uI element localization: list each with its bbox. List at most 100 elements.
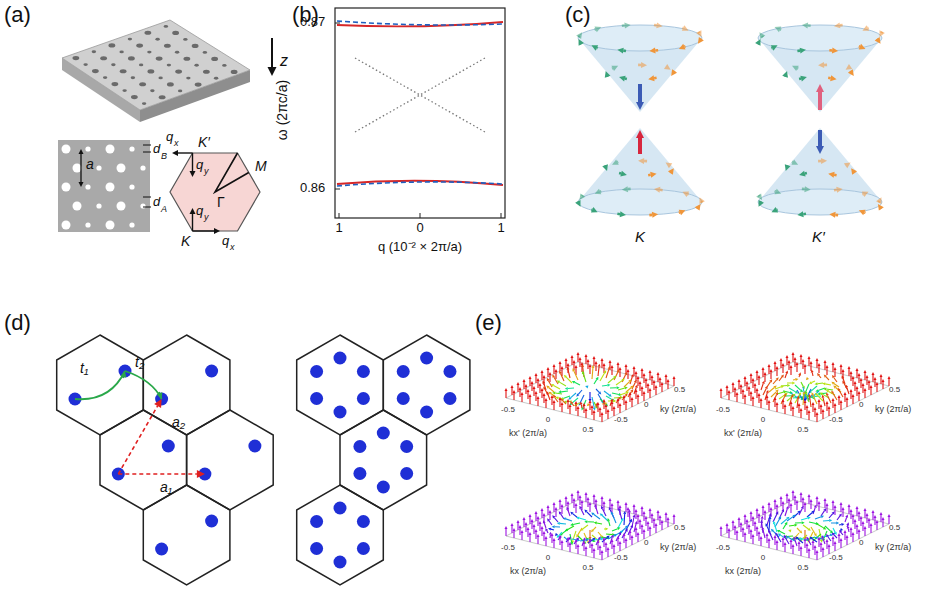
spin-vector-head — [657, 510, 660, 513]
spin-vector — [551, 536, 552, 543]
spin-vector — [832, 401, 833, 408]
spin-vector — [817, 524, 824, 528]
spin-vector-head — [651, 375, 654, 378]
spin-vector — [566, 519, 572, 521]
spin-vector — [577, 493, 578, 500]
spin-vector-head — [542, 380, 545, 383]
spin-vector-head — [774, 361, 777, 364]
lattice-site — [357, 542, 370, 555]
spin-vector-head — [852, 376, 855, 379]
spin-vector-head — [832, 375, 835, 378]
spin-vector — [789, 388, 796, 392]
spin-vector-head — [527, 527, 530, 530]
spin-vector — [804, 505, 805, 512]
spin-vector-head — [611, 365, 614, 368]
spin-vector-head — [752, 396, 755, 399]
spin-vector-head — [589, 400, 592, 403]
spin-vector — [555, 510, 556, 517]
spin-vector-head — [846, 397, 849, 400]
spin-vector-head — [805, 391, 808, 394]
spin-vector — [577, 547, 578, 554]
pseudospin-arrow-head — [666, 162, 673, 168]
pseudospin-arrow-head — [682, 25, 689, 30]
spin-vector — [754, 386, 755, 393]
spin-vector-head — [561, 399, 564, 402]
spin-vector-head — [800, 389, 803, 392]
spin-vector-head — [856, 368, 859, 371]
spin-vector — [756, 529, 757, 536]
spin-vector-head — [552, 525, 555, 528]
spin-vector-head — [541, 526, 544, 529]
pseudospin-arrow-head — [576, 32, 582, 39]
figure-label: y — [204, 212, 209, 222]
spin-vector — [561, 507, 562, 514]
spin-vector-head — [796, 500, 799, 503]
spin-vector-head — [553, 364, 556, 367]
spin-vector — [585, 495, 586, 502]
spin-vector — [888, 379, 889, 386]
spin-vector — [643, 532, 644, 539]
spin-vector — [553, 505, 554, 512]
spin-vector — [571, 393, 576, 398]
spin-vector-head — [771, 529, 774, 532]
spin-vector-head — [802, 391, 805, 394]
spin-vector — [525, 387, 526, 394]
spin-vector-head — [810, 499, 813, 502]
spin-vector — [593, 497, 594, 504]
spin-vector-head — [850, 371, 853, 374]
spin-vector — [581, 508, 584, 515]
spin-vector — [734, 528, 735, 535]
spin-vector-head — [818, 537, 821, 540]
spin-vector-head — [824, 360, 827, 363]
pseudospin-arrow-head — [671, 69, 677, 76]
spin-vector — [810, 502, 811, 509]
spin-vector-head — [657, 372, 660, 375]
spin-vector — [776, 543, 777, 550]
spin-vector-head — [553, 395, 556, 398]
air-hole — [203, 51, 207, 54]
spin-vector-head — [798, 372, 801, 375]
spin-vector — [647, 386, 648, 393]
spin-vector-head — [545, 398, 548, 401]
spin-vector — [800, 357, 801, 364]
air-hole — [186, 77, 190, 80]
spin-vector — [547, 370, 548, 377]
spin-vector-head — [868, 518, 871, 521]
spin-vector — [795, 522, 802, 523]
spin-vector-head — [583, 537, 586, 540]
spin-vector-head — [609, 360, 612, 363]
spin-vector-head — [786, 493, 789, 496]
spin-vector — [602, 537, 607, 542]
spin-vector — [854, 522, 855, 529]
spin-vector — [537, 519, 538, 526]
spin-vector — [882, 520, 883, 527]
spin-vector-head — [617, 536, 620, 539]
spin-vector — [732, 523, 733, 530]
spin-vector-head — [535, 511, 538, 514]
spin-vector — [595, 405, 597, 407]
spin-vector — [655, 388, 656, 395]
spin-vector-head — [569, 404, 572, 407]
pseudospin-arrow-head — [575, 200, 580, 207]
spin-vector — [816, 415, 817, 422]
lattice-site — [357, 392, 370, 405]
spin-vector — [804, 541, 805, 548]
spin-vector-head — [617, 398, 620, 401]
spin-vector-head — [847, 525, 850, 528]
spin-vector — [816, 553, 817, 560]
spin-vector-head — [649, 508, 652, 511]
spin-vector-head — [834, 541, 837, 544]
pseudospin-arrow-head — [755, 39, 760, 46]
spin-vector-head — [832, 500, 835, 503]
spin-vector-head — [603, 399, 606, 402]
spin-vector — [535, 532, 536, 539]
spin-vector-head — [603, 363, 606, 366]
figure-label: y — [204, 166, 209, 176]
lattice-vector — [118, 473, 197, 475]
spin-vector — [761, 384, 763, 390]
spin-vector-head — [601, 550, 604, 553]
spin-vector-head — [864, 526, 867, 529]
spin-vector — [750, 514, 751, 521]
figure-label: 0.5 — [582, 563, 593, 572]
spin-vector-head — [818, 399, 821, 402]
